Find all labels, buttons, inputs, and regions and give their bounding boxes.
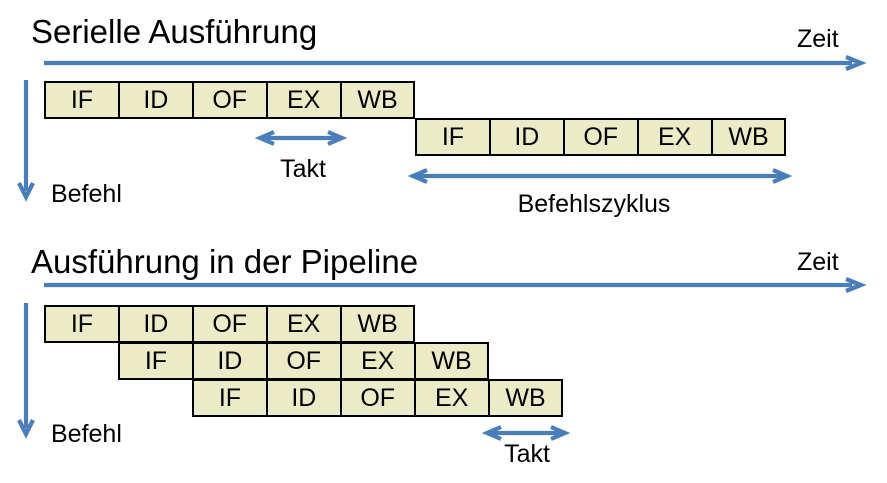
stage-box: ID — [265, 379, 342, 417]
stage-box: ID — [488, 118, 565, 156]
pipeline-time-axis-arrow — [44, 277, 867, 293]
serial-clock-span-arrow — [254, 130, 348, 146]
stage-box: WB — [413, 342, 490, 380]
serial-instruction-axis-arrow — [17, 80, 35, 202]
stage-box: EX — [636, 118, 713, 156]
stage-box: OF — [265, 342, 342, 380]
pipeline-section-title: Ausführung in der Pipeline — [31, 243, 419, 280]
stage-box: ID — [117, 305, 194, 343]
stage-box: OF — [191, 81, 268, 119]
stage-box: IF — [44, 305, 120, 343]
serial-section-title: Serielle Ausführung — [31, 13, 318, 50]
stage-box: EX — [265, 81, 342, 119]
serial-clock-label: Takt — [280, 155, 326, 183]
stage-box: OF — [191, 305, 268, 343]
serial-instruction-axis-label: Befehl — [51, 180, 122, 208]
stage-box: IF — [192, 379, 268, 417]
stage-box: ID — [191, 342, 268, 380]
serial-instruction-row-1: IF ID OF EX WB — [44, 81, 416, 119]
pipeline-time-axis-label: Zeit — [797, 248, 839, 276]
instruction-cycle-label: Befehlszyklus — [517, 190, 671, 218]
stage-box: WB — [487, 379, 564, 417]
stage-box: IF — [44, 81, 120, 119]
serial-time-axis-label: Zeit — [797, 25, 839, 53]
stage-box: OF — [339, 379, 416, 417]
pipeline-clock-span-arrow — [481, 425, 571, 441]
pipeline-instruction-axis-arrow — [17, 303, 35, 439]
stage-box: WB — [339, 305, 416, 343]
serial-time-axis-arrow — [44, 55, 867, 71]
stage-box: OF — [562, 118, 639, 156]
pipeline-instruction-row-2: IF ID OF EX WB — [118, 342, 490, 380]
stage-box: WB — [710, 118, 787, 156]
stage-box: EX — [413, 379, 490, 417]
stage-box: EX — [265, 305, 342, 343]
instruction-cycle-span-arrow — [407, 168, 793, 184]
stage-box: ID — [117, 81, 194, 119]
pipeline-instruction-row-3: IF ID OF EX WB — [192, 379, 564, 417]
stage-box: WB — [339, 81, 416, 119]
stage-box: EX — [339, 342, 416, 380]
stage-box: IF — [415, 118, 491, 156]
stage-box: IF — [118, 342, 194, 380]
pipeline-instruction-axis-label: Befehl — [51, 420, 122, 448]
pipeline-clock-label: Takt — [504, 440, 550, 468]
pipeline-instruction-row-1: IF ID OF EX WB — [44, 305, 416, 343]
serial-instruction-row-2: IF ID OF EX WB — [415, 118, 787, 156]
